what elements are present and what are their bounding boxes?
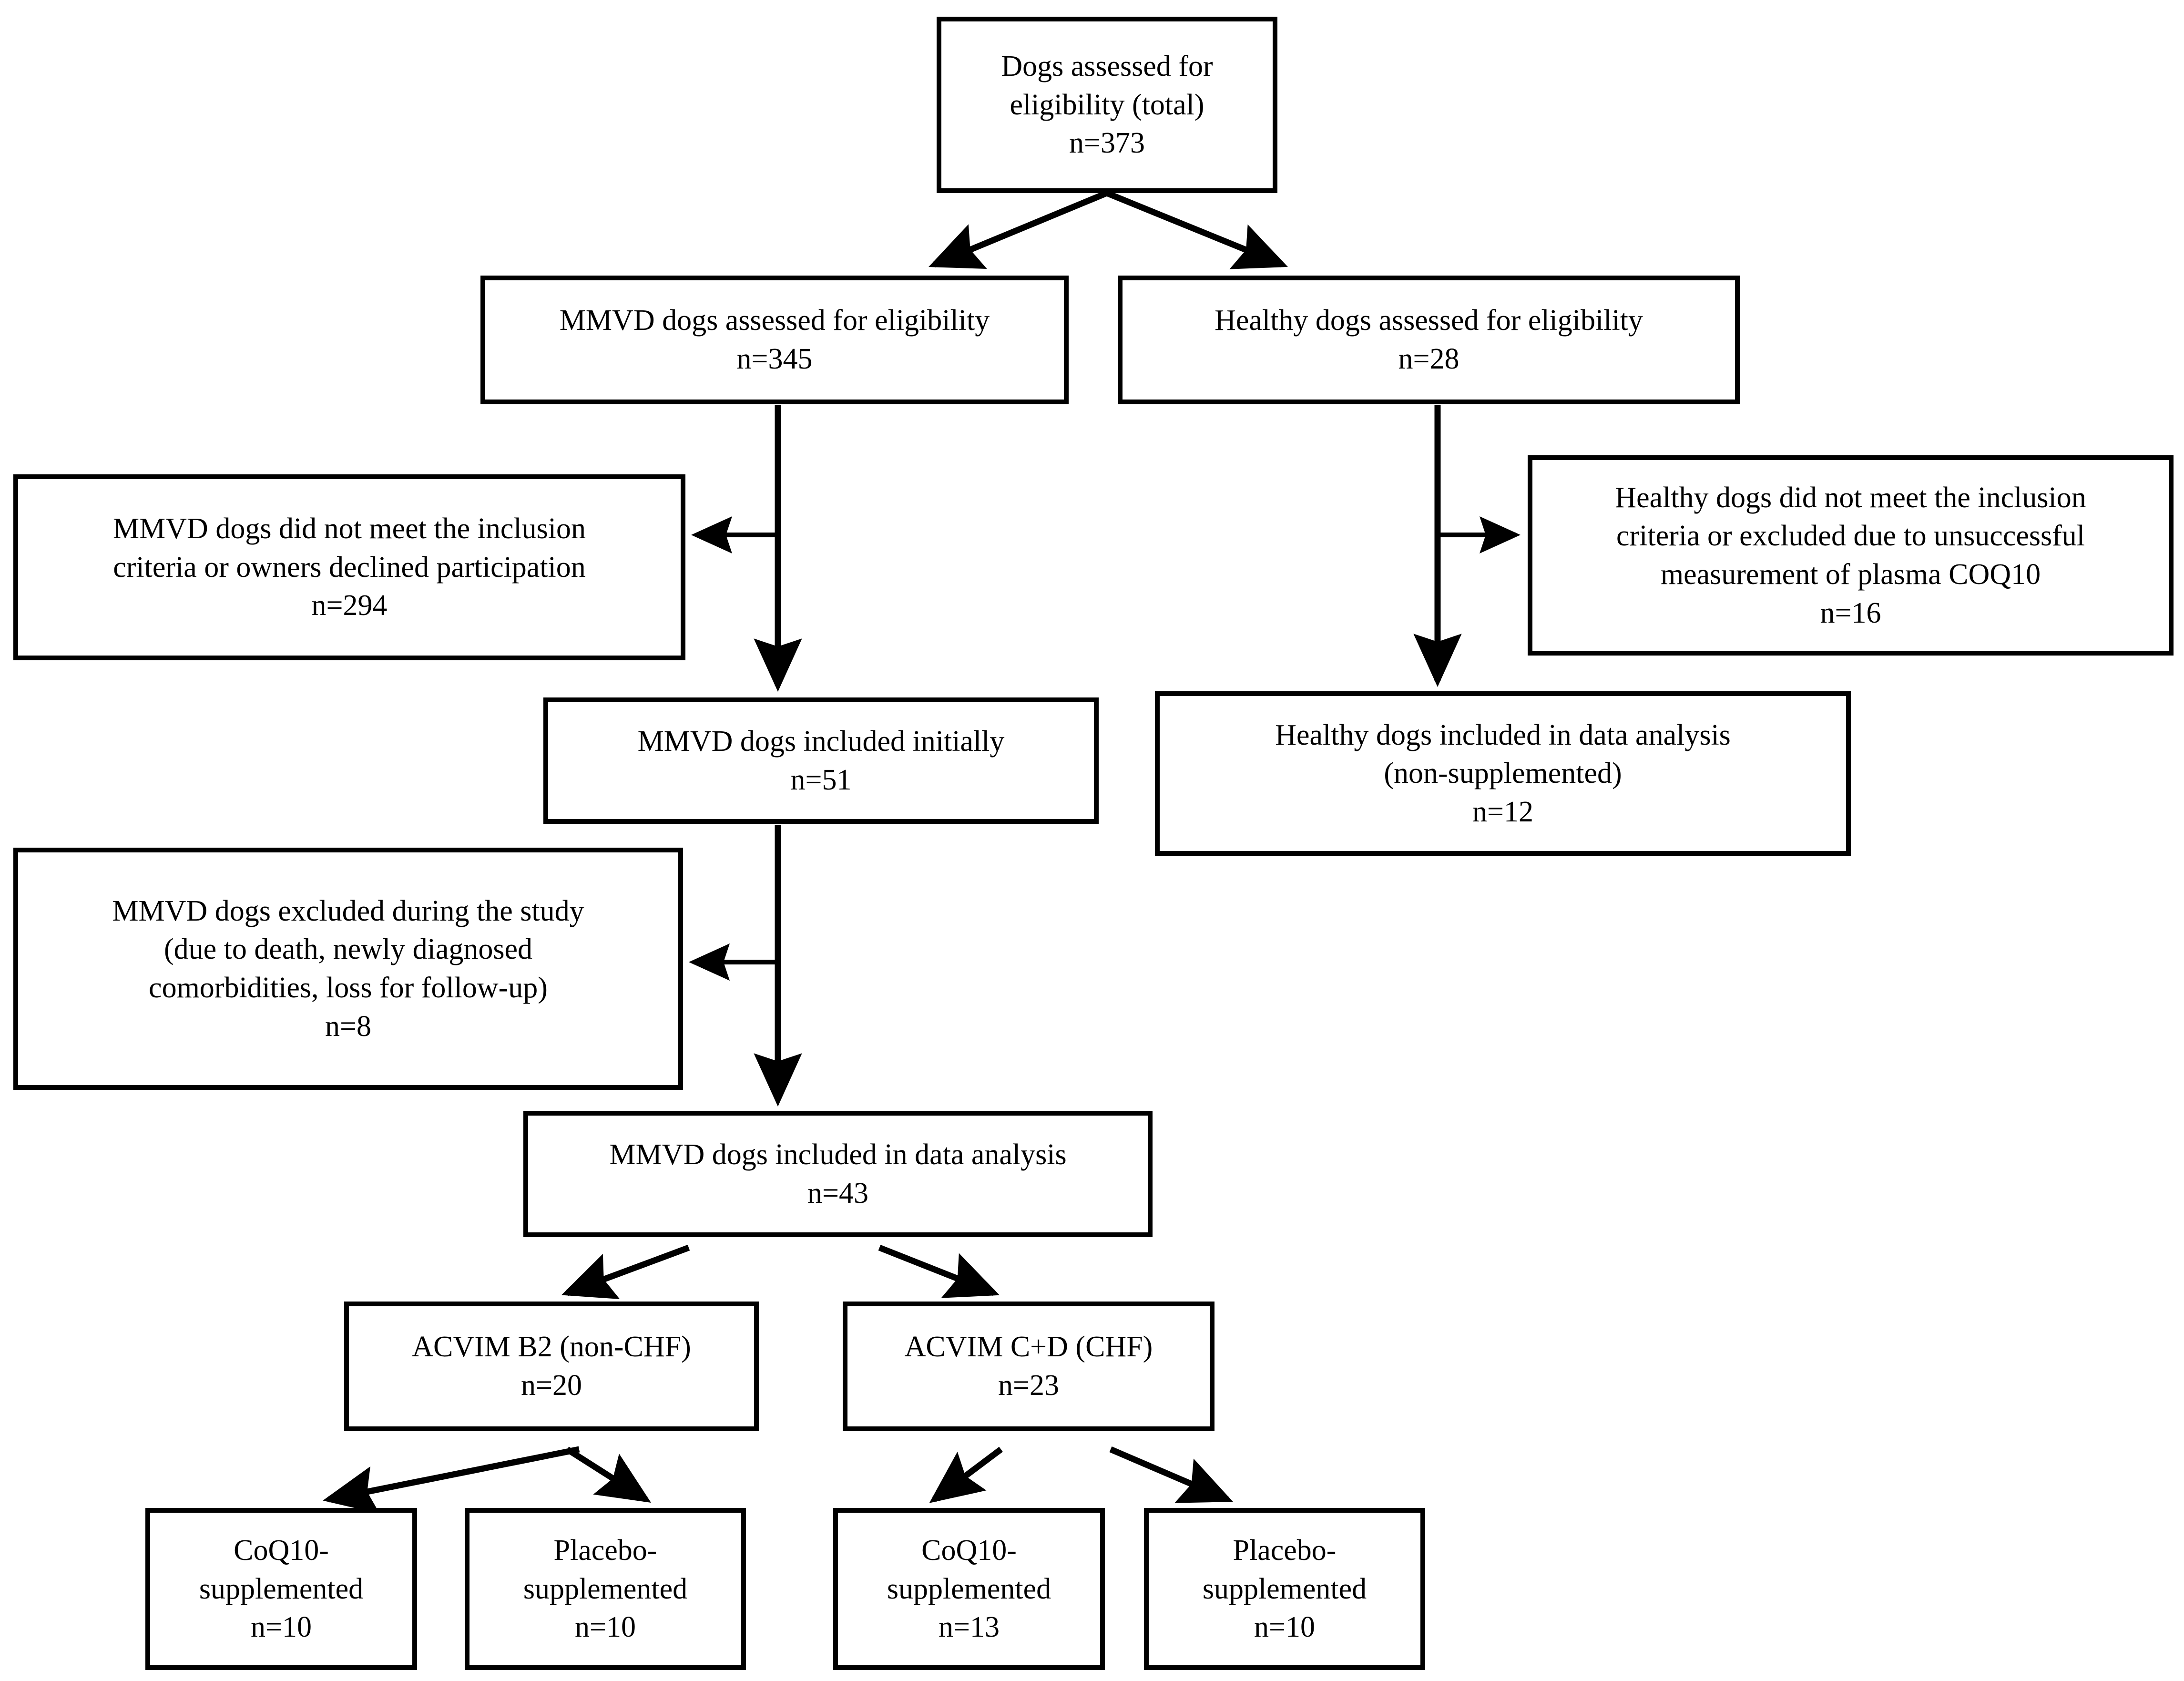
- node-line: supplemented: [1202, 1572, 1367, 1605]
- node-mmvd-initial: MMVD dogs included initially n=51: [543, 697, 1099, 824]
- node-line: n=23: [998, 1369, 1059, 1402]
- edge-b2-to-coq10: [323, 1446, 580, 1514]
- node-line: n=51: [790, 763, 852, 796]
- node-line: n=10: [251, 1611, 312, 1644]
- node-line: n=43: [807, 1177, 868, 1210]
- node-line: MMVD dogs did not meet the inclusion: [113, 512, 586, 545]
- node-total: Dogs assessed for eligibility (total) n=37…: [937, 17, 1277, 193]
- edge-b2-to-placebo: [565, 1446, 651, 1503]
- node-line: Healthy dogs included in data analysis: [1275, 718, 1731, 751]
- node-healthy-included: Healthy dogs included in data analysis (n…: [1155, 691, 1851, 856]
- node-line: n=13: [939, 1611, 1000, 1644]
- edge-cd-to-placebo: [1109, 1446, 1233, 1503]
- node-mmvd-analysis: MMVD dogs included in data analysis n=43: [523, 1111, 1153, 1237]
- node-mmvd-excluded-pre: MMVD dogs did not meet the inclusion crit…: [13, 474, 685, 660]
- node-healthy-eligible: Healthy dogs assessed for eligibility n=2…: [1118, 276, 1740, 404]
- node-line: n=28: [1398, 343, 1459, 375]
- node-b2-coq10: CoQ10- supplemented n=10: [145, 1508, 417, 1670]
- edge-total-to-healthy: [1105, 190, 1288, 269]
- edge-cd-to-coq10: [929, 1446, 1003, 1503]
- node-line: measurement of plasma COQ10: [1660, 558, 2041, 591]
- node-acvim-cd: ACVIM C+D (CHF) n=23: [843, 1302, 1214, 1431]
- node-line: MMVD dogs excluded during the study: [112, 894, 584, 927]
- node-cd-placebo: Placebo-supplemented n=10: [1144, 1508, 1425, 1670]
- node-line: ACVIM B2 (non-CHF): [412, 1331, 691, 1363]
- node-cd-coq10: CoQ10- supplemented n=13: [833, 1508, 1105, 1670]
- node-line: n=373: [1069, 127, 1145, 160]
- node-line: criteria or excluded due to unsuccessful: [1616, 520, 2085, 553]
- node-line: n=16: [1820, 596, 1881, 629]
- node-b2-placebo: Placebo-supplemented n=10: [465, 1508, 746, 1670]
- node-line: comorbidities, loss for follow-up): [149, 972, 548, 1004]
- node-line: n=12: [1472, 795, 1533, 828]
- node-line: supplemented: [887, 1572, 1051, 1605]
- node-line: (non-supplemented): [1384, 757, 1622, 790]
- edge-analysis-to-b2: [561, 1244, 690, 1300]
- node-line: n=345: [736, 343, 813, 375]
- node-mmvd-excluded-during: MMVD dogs excluded during the study (due …: [13, 848, 683, 1090]
- edge-analysis-to-cd: [878, 1244, 1000, 1298]
- node-line: criteria or owners declined participatio…: [113, 551, 586, 584]
- node-line: MMVD dogs assessed for eligibility: [559, 304, 990, 337]
- node-line: eligibility (total): [1010, 88, 1204, 121]
- node-line: MMVD dogs included in data analysis: [609, 1138, 1067, 1171]
- node-line: Placebo-: [553, 1534, 657, 1567]
- node-line: Placebo-: [1233, 1534, 1337, 1567]
- node-line: n=10: [575, 1611, 636, 1644]
- node-healthy-excluded-pre: Healthy dogs did not meet the inclusion c…: [1528, 455, 2174, 656]
- node-line: Healthy dogs did not meet the inclusion: [1615, 481, 2086, 514]
- edge-total-to-mmvd: [928, 190, 1108, 269]
- node-line: (due to death, newly diagnosed: [163, 933, 533, 966]
- node-line: supplemented: [199, 1572, 364, 1605]
- node-acvim-b2: ACVIM B2 (non-CHF) n=20: [344, 1302, 759, 1431]
- node-line: CoQ10-: [921, 1534, 1017, 1567]
- node-line: MMVD dogs included initially: [637, 725, 1005, 758]
- node-line: ACVIM C+D (CHF): [904, 1331, 1153, 1363]
- node-line: n=8: [325, 1010, 371, 1043]
- node-line: n=294: [311, 589, 388, 622]
- node-line: Dogs assessed for: [1001, 50, 1213, 83]
- node-line: Healthy dogs assessed for eligibility: [1214, 304, 1643, 337]
- node-line: CoQ10-: [234, 1534, 329, 1567]
- node-line: n=10: [1254, 1611, 1315, 1644]
- node-mmvd-eligible: MMVD dogs assessed for eligibility n=345: [480, 276, 1069, 404]
- node-line: supplemented: [523, 1572, 688, 1605]
- node-line: n=20: [521, 1369, 582, 1402]
